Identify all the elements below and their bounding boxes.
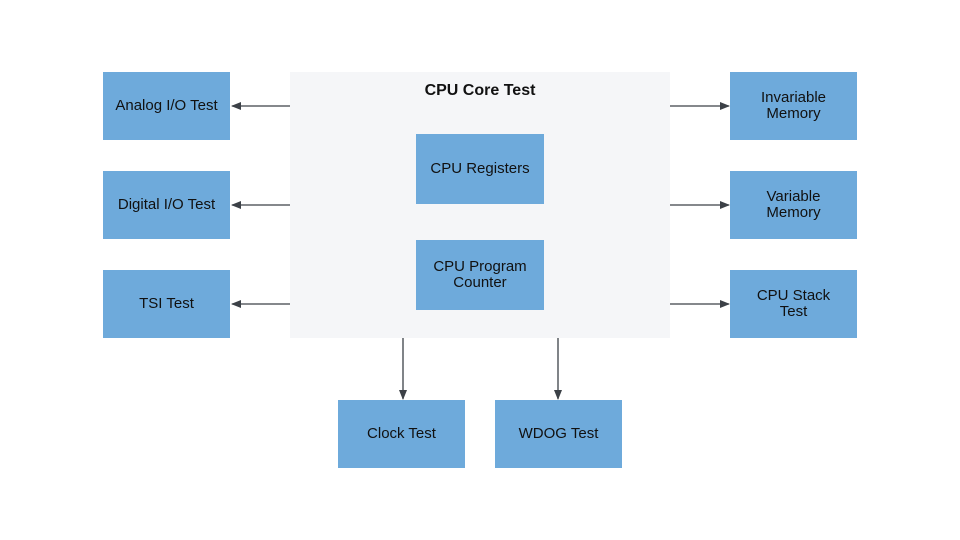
cpu-stack-test-label: CPU Stack Test xyxy=(756,287,831,320)
digital-io-test-box: Digital I/O Test xyxy=(103,171,230,239)
clock-test-box: Clock Test xyxy=(338,400,465,468)
cpu-program-counter-label: CPU Program Counter xyxy=(433,258,527,291)
analog-io-test-label: Analog I/O Test xyxy=(115,97,218,114)
invariable-memory-box: Invariable Memory xyxy=(730,72,857,140)
variable-memory-box: Variable Memory xyxy=(730,171,857,239)
wdog-test-label: WDOG Test xyxy=(518,425,599,442)
variable-memory-label: Variable Memory xyxy=(766,188,821,221)
cpu-stack-test-box: CPU Stack Test xyxy=(730,270,857,338)
invariable-memory-label: Invariable Memory xyxy=(760,89,827,122)
cpu-core-test-title: CPU Core Test xyxy=(424,82,536,99)
cpu-registers-box: CPU Registers xyxy=(416,134,544,204)
wdog-test-box: WDOG Test xyxy=(495,400,622,468)
tsi-test-box: TSI Test xyxy=(103,270,230,338)
digital-io-test-label: Digital I/O Test xyxy=(117,196,216,213)
cpu-registers-label: CPU Registers xyxy=(430,160,530,177)
tsi-test-label: TSI Test xyxy=(139,295,194,312)
clock-test-label: Clock Test xyxy=(367,425,436,442)
analog-io-test-box: Analog I/O Test xyxy=(103,72,230,140)
cpu-program-counter-box: CPU Program Counter xyxy=(416,240,544,310)
